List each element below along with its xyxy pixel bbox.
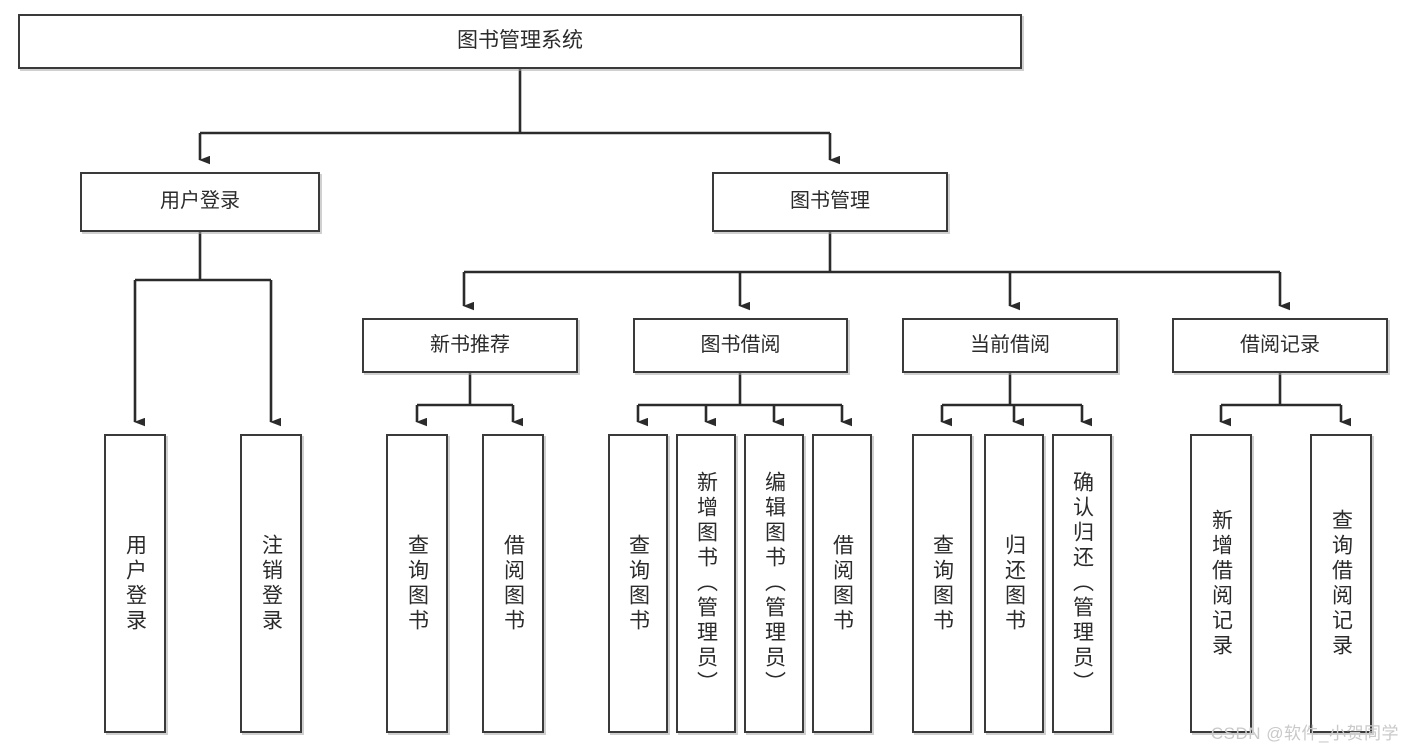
node-new-book-recommend-label: 新书推荐 [430,333,510,356]
node-leaf-borrow-book-bor[interactable]: 借阅图书 [812,434,872,733]
node-borrow-record-label: 借阅记录 [1240,333,1320,356]
node-leaf-edit-book[interactable]: 编辑图书（管理员） [744,434,804,733]
node-leaf-query-book-rec-label: 查询图书 [405,533,429,634]
node-leaf-confirm-return[interactable]: 确认归还（管理员） [1052,434,1112,733]
node-borrow-record[interactable]: 借阅记录 [1172,318,1388,373]
node-current-borrow-label: 当前借阅 [970,333,1050,356]
node-leaf-user-login-label: 用户登录 [123,533,147,634]
node-leaf-add-book-label: 新增图书（管理员） [694,471,718,696]
node-leaf-borrow-book-bor-label: 借阅图书 [830,533,854,634]
node-leaf-add-borrow-record-label: 新增借阅记录 [1209,508,1233,659]
node-leaf-query-book-cur-label: 查询图书 [930,533,954,634]
node-leaf-query-book-rec[interactable]: 查询图书 [386,434,448,733]
node-leaf-user-logout[interactable]: 注销登录 [240,434,302,733]
node-book-manage-label: 图书管理 [790,190,870,213]
node-new-book-recommend[interactable]: 新书推荐 [362,318,578,373]
node-root[interactable]: 图书管理系统 [18,14,1022,69]
node-leaf-add-borrow-record[interactable]: 新增借阅记录 [1190,434,1252,733]
node-leaf-query-borrow-record-label: 查询借阅记录 [1329,508,1353,659]
node-leaf-user-logout-label: 注销登录 [259,533,283,634]
node-leaf-return-book-label: 归还图书 [1002,533,1026,634]
node-book-manage[interactable]: 图书管理 [712,172,948,232]
node-user-login[interactable]: 用户登录 [80,172,320,232]
node-leaf-user-login[interactable]: 用户登录 [104,434,166,733]
node-current-borrow[interactable]: 当前借阅 [902,318,1118,373]
node-user-login-label: 用户登录 [160,190,240,213]
node-leaf-confirm-return-label: 确认归还（管理员） [1070,471,1094,696]
node-leaf-query-book-bor[interactable]: 查询图书 [608,434,668,733]
node-leaf-borrow-book-rec-label: 借阅图书 [501,533,525,634]
node-leaf-query-book-bor-label: 查询图书 [626,533,650,634]
node-leaf-borrow-book-rec[interactable]: 借阅图书 [482,434,544,733]
node-leaf-query-borrow-record[interactable]: 查询借阅记录 [1310,434,1372,733]
node-book-borrow-label: 图书借阅 [700,333,781,356]
node-root-label: 图书管理系统 [457,29,583,53]
node-leaf-return-book[interactable]: 归还图书 [984,434,1044,733]
node-leaf-edit-book-label: 编辑图书（管理员） [762,471,786,696]
node-leaf-add-book[interactable]: 新增图书（管理员） [676,434,736,733]
node-book-borrow[interactable]: 图书借阅 [633,318,848,373]
node-leaf-query-book-cur[interactable]: 查询图书 [912,434,972,733]
watermark: CSDN @软件_小贺同学 [1210,724,1399,743]
